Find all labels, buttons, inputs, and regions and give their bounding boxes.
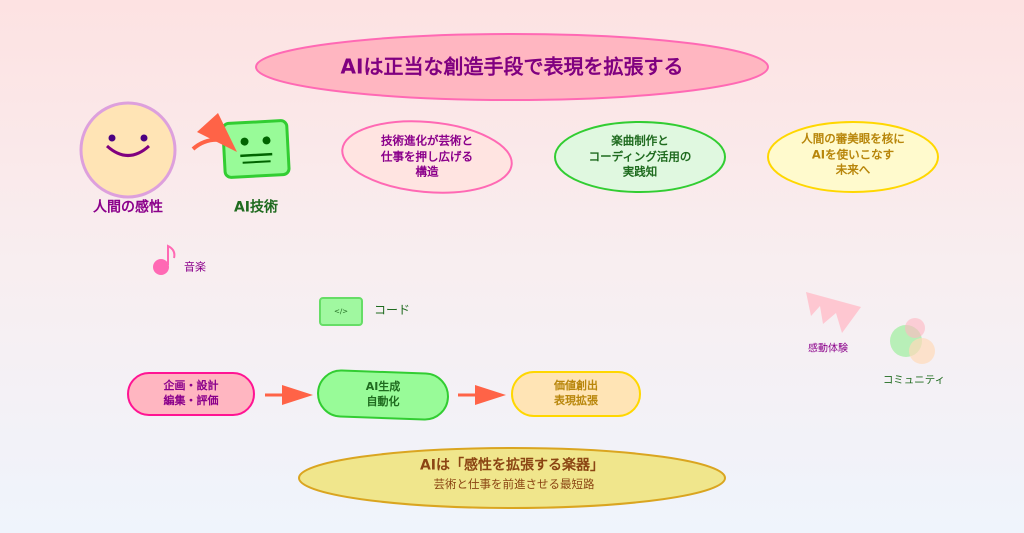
flow-step-2: [317, 369, 449, 421]
emotion-label: 感動体験: [808, 343, 848, 355]
concept-text-2: 楽曲制作とコーディング活用の実践知: [588, 133, 692, 179]
music-note-icon: [153, 244, 176, 275]
code-icon: </>: [333, 307, 349, 316]
conclusion-subtext: 芸術と仕事を前進させる最短路: [433, 477, 595, 492]
flow-text-3: 価値創出表現拡張: [554, 379, 598, 407]
code-box: [319, 297, 363, 326]
community-label: コミュニティ: [882, 373, 946, 386]
human-label: 人間の感性: [93, 199, 163, 216]
flow-step-3: [511, 371, 641, 417]
flow-arrow-icon: [265, 385, 313, 405]
robot-face-icon: [221, 119, 291, 179]
flow-step-1: [127, 372, 255, 416]
smiley-face-icon: [79, 101, 177, 199]
flow-arrow-icon: [458, 385, 506, 405]
connection-arrow-icon: [191, 113, 237, 152]
music-label: 音楽: [184, 260, 206, 274]
concept-text-1: 技術進化が芸術と仕事を押し広げる構造: [381, 133, 473, 179]
page-title: AIは正当な創造手段で表現を拡張する: [340, 54, 684, 79]
conclusion-ellipse: [298, 447, 726, 509]
code-label: コード: [373, 302, 411, 317]
conclusion-headline: AIは「感性を拡張する楽器」: [419, 457, 605, 474]
concept-ellipse-2: [554, 121, 726, 193]
community-circles-icon: [890, 318, 935, 364]
ai-label: AI技術: [233, 199, 279, 216]
title-ellipse: [255, 33, 769, 101]
concept-ellipse-1: [341, 120, 513, 194]
flow-text-1: 企画・設計編集・評価: [163, 379, 219, 407]
concept-ellipse-3: [767, 121, 939, 193]
flow-text-2: AI生成自動化: [365, 380, 401, 408]
emotion-burst-icon: [806, 292, 861, 333]
